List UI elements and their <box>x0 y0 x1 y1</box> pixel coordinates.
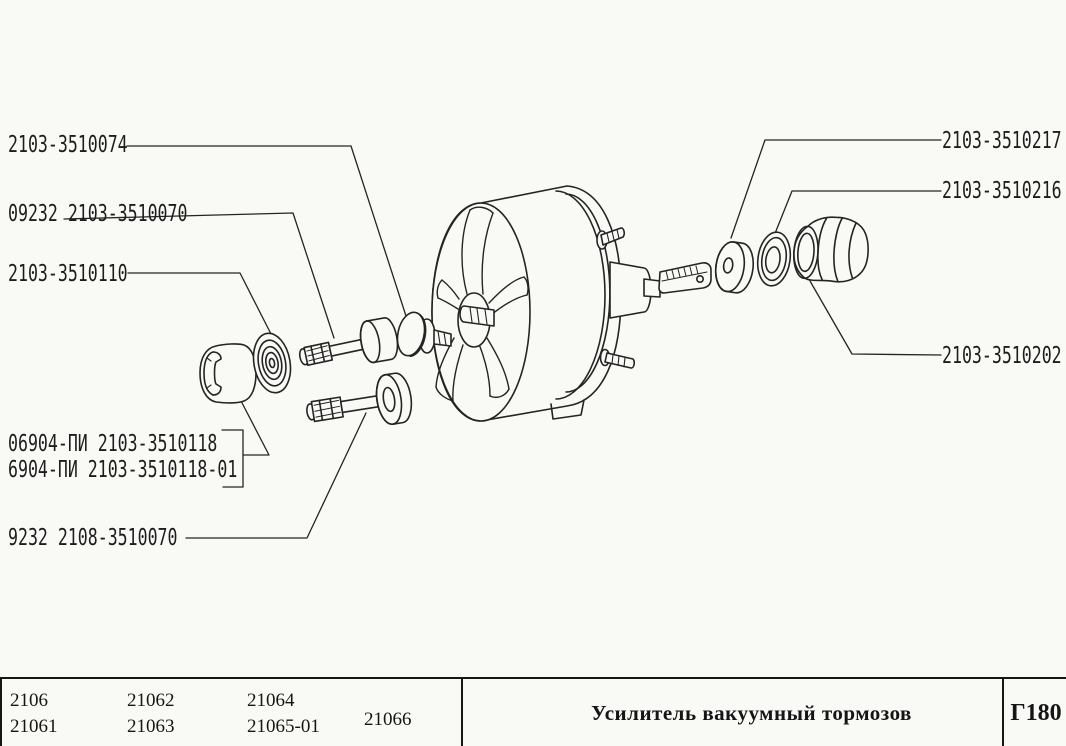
sheet-title: Усилитель вакуумный тормозов <box>591 701 912 725</box>
lower-push-rod <box>306 372 413 426</box>
upper-mounting-stud <box>596 227 625 250</box>
sheet-code-cell: Г180 <box>1004 679 1066 746</box>
model-column-3: 21064 21065-01 <box>247 688 320 740</box>
leader-boot <box>809 280 942 356</box>
support-washer <box>396 311 427 358</box>
leader-seal-ring <box>773 190 942 237</box>
output-hub <box>609 261 661 319</box>
model-column-2: 21062 21063 <box>127 688 175 740</box>
sheet-code: Г180 <box>1010 700 1062 726</box>
callout-cap-b: 6904-ПИ 2103-3510118-01 <box>8 457 238 483</box>
model-applicability-cell: 2106 21061 21062 21063 21064 21065-01 21… <box>2 679 463 746</box>
leader-reaction-disc <box>730 139 942 239</box>
leader-grooved-seal <box>127 272 272 335</box>
model-column-1: 2106 21061 <box>10 688 58 740</box>
leader-push-rod <box>185 412 367 539</box>
retainer-cap <box>199 343 257 404</box>
model-number: 21063 <box>127 716 175 737</box>
leader-support-washer <box>126 145 407 317</box>
model-number: 21066 <box>364 709 412 730</box>
model-number: 21064 <box>247 690 295 711</box>
upper-valve-rod <box>298 337 370 366</box>
bracket-cap-labels <box>221 429 244 488</box>
title-block: 2106 21061 21062 21063 21064 21065-01 21… <box>0 677 1066 746</box>
model-number: 2106 <box>10 690 48 711</box>
booster-body <box>418 185 712 422</box>
bottom-bracket-tab <box>550 399 585 420</box>
callout-boot: 2103-3510202 <box>942 343 1062 369</box>
callout-push-rod: 9232 2108-3510070 <box>8 525 178 551</box>
fork-pin-hole <box>695 274 704 283</box>
callout-grooved-seal: 2103-3510110 <box>8 261 128 287</box>
rod-bushing <box>359 317 399 364</box>
model-number: 21065-01 <box>247 716 320 737</box>
callout-cap-a: 06904-ПИ 2103-3510118 <box>8 431 218 457</box>
seal-ring <box>756 231 792 287</box>
grooved-seal <box>252 332 292 394</box>
leader-valve-rod <box>63 212 335 339</box>
lower-mounting-stud <box>599 348 635 369</box>
reaction-disc <box>714 241 755 294</box>
protective-boot <box>793 216 869 283</box>
callout-valve-rod: 09232 2103-3510070 <box>8 201 188 227</box>
callout-seal-ring: 2103-3510216 <box>942 178 1062 204</box>
callout-reaction-disc: 2103-3510217 <box>942 128 1062 154</box>
model-number: 21061 <box>10 716 58 737</box>
callout-support-washer: 2103-3510074 <box>8 132 128 158</box>
leader-cap <box>239 398 270 456</box>
front-hub-stud <box>459 305 495 327</box>
leader-lines <box>63 139 942 539</box>
model-column-4: 21066 <box>364 707 412 733</box>
sheet-title-cell: Усилитель вакуумный тормозов <box>463 679 1004 746</box>
model-number: 21062 <box>127 690 175 711</box>
disc-center-hole <box>722 257 734 274</box>
fork-rod-end <box>658 262 712 294</box>
